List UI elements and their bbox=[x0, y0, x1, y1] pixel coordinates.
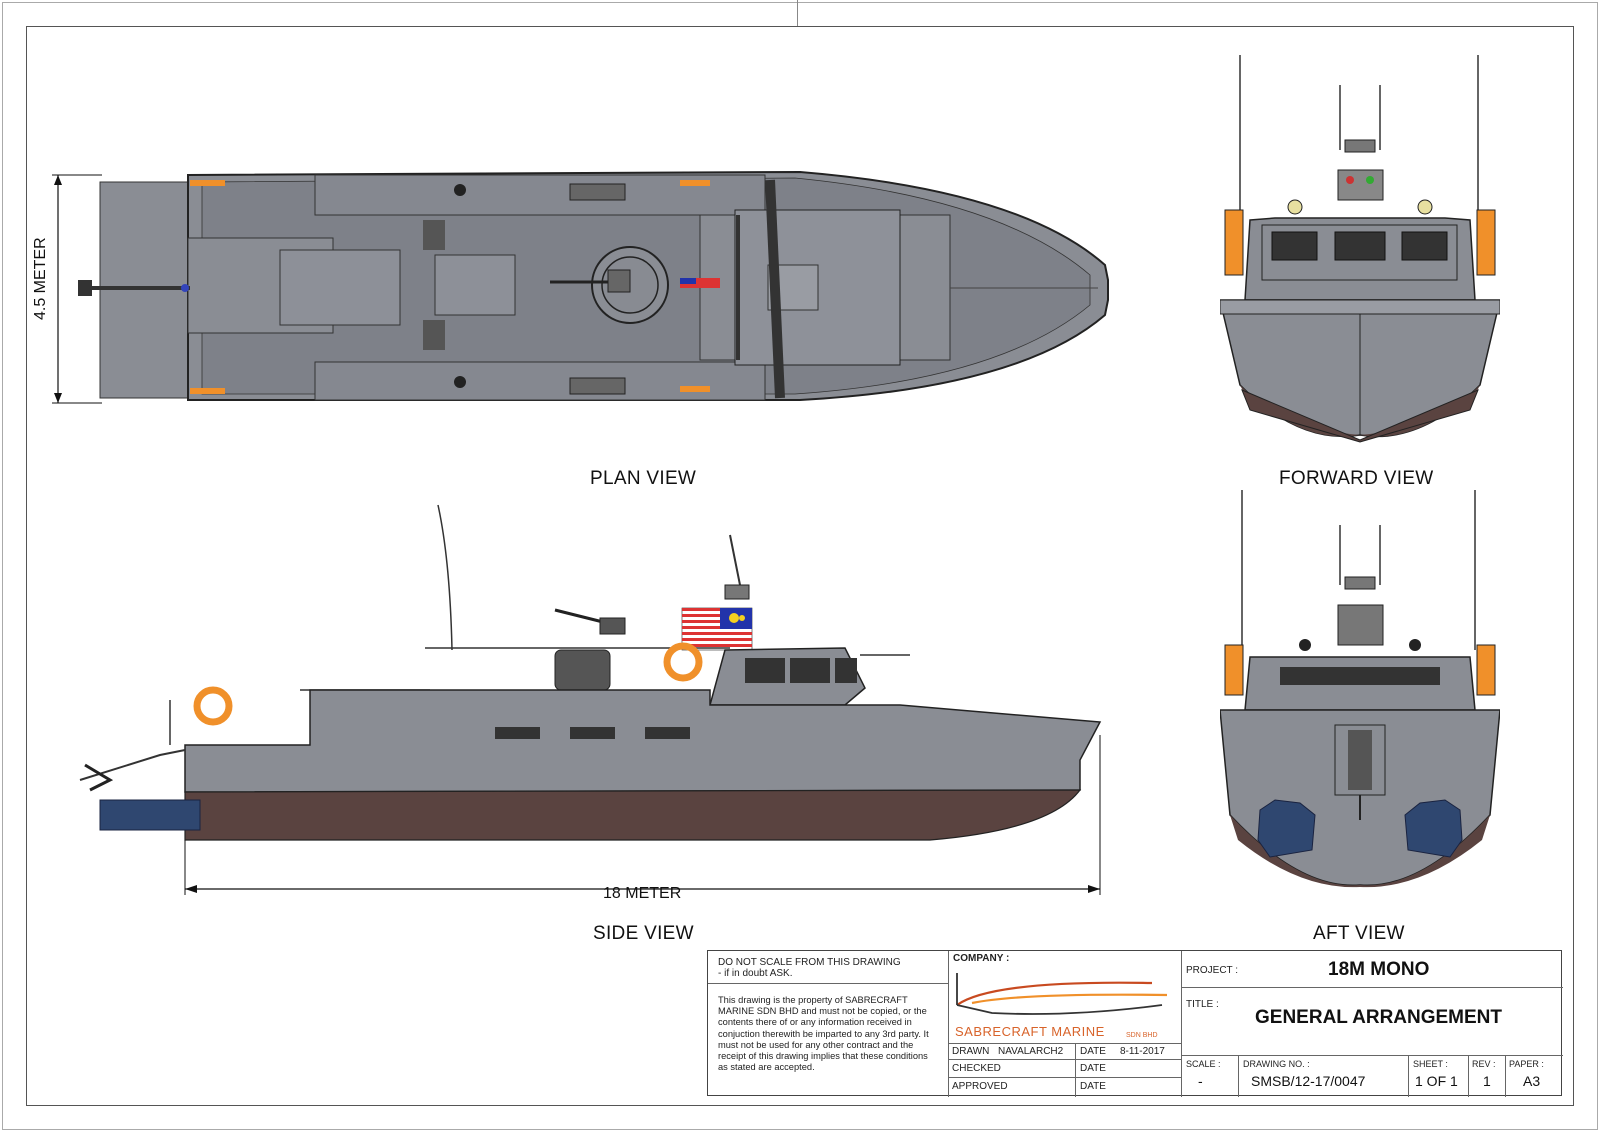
fold-mark bbox=[797, 0, 798, 26]
property-notice: This drawing is the property of SABRECRA… bbox=[718, 995, 929, 1073]
title-block: DO NOT SCALE FROM THIS DRAWING - if in d… bbox=[707, 950, 1563, 1097]
approved-label: APPROVED bbox=[952, 1081, 1008, 1092]
sheet-border bbox=[26, 26, 1574, 1106]
project-value: 18M MONO bbox=[1328, 959, 1430, 980]
title-label: TITLE : bbox=[1186, 999, 1219, 1010]
side-view-drawing bbox=[79, 504, 1102, 895]
forward-view-drawing bbox=[1220, 55, 1500, 443]
aft-view-label: AFT VIEW bbox=[1313, 923, 1405, 944]
company-logo bbox=[956, 973, 1168, 1015]
sheet-label: SHEET : bbox=[1413, 1059, 1448, 1069]
plan-view-drawing bbox=[52, 170, 1109, 404]
drawn-date-label: DATE bbox=[1080, 1046, 1106, 1057]
approved-date-label: DATE bbox=[1080, 1081, 1106, 1092]
drawn-date-value: 8-11-2017 bbox=[1120, 1046, 1165, 1057]
length-dimension-label: 18 METER bbox=[603, 885, 682, 902]
side-view-label: SIDE VIEW bbox=[593, 923, 694, 944]
company-suffix: SDN BHD bbox=[1126, 1032, 1158, 1039]
company-name: SABRECRAFT MARINE bbox=[955, 1024, 1105, 1039]
sheet-value: 1 OF 1 bbox=[1415, 1073, 1458, 1089]
company-label: COMPANY : bbox=[953, 953, 1010, 964]
scale-value: - bbox=[1198, 1073, 1203, 1089]
scale-label: SCALE : bbox=[1186, 1059, 1221, 1069]
aft-view-drawing bbox=[1220, 490, 1500, 888]
malaysia-flag bbox=[681, 607, 753, 651]
do-not-scale-note: DO NOT SCALE FROM THIS DRAWING bbox=[718, 957, 901, 968]
plan-view-label: PLAN VIEW bbox=[590, 468, 697, 489]
checked-label: CHECKED bbox=[952, 1063, 1001, 1074]
drawn-label: DRAWN bbox=[952, 1046, 990, 1057]
beam-dimension-label: 4.5 METER bbox=[32, 237, 49, 320]
drawing-no-value: SMSB/12-17/0047 bbox=[1251, 1073, 1366, 1089]
drawing-no-label: DRAWING NO. : bbox=[1243, 1059, 1310, 1069]
if-in-doubt-note: - if in doubt ASK. bbox=[718, 968, 793, 979]
project-label: PROJECT : bbox=[1186, 965, 1239, 976]
paper-label: PAPER : bbox=[1509, 1059, 1544, 1069]
rev-value: 1 bbox=[1483, 1073, 1491, 1089]
paper-value: A3 bbox=[1523, 1073, 1541, 1089]
title-value: GENERAL ARRANGEMENT bbox=[1255, 1007, 1503, 1028]
checked-date-label: DATE bbox=[1080, 1063, 1106, 1074]
rev-label: REV : bbox=[1472, 1059, 1496, 1069]
forward-view-label: FORWARD VIEW bbox=[1279, 468, 1434, 489]
drawn-value: NAVALARCH2 bbox=[998, 1046, 1064, 1057]
